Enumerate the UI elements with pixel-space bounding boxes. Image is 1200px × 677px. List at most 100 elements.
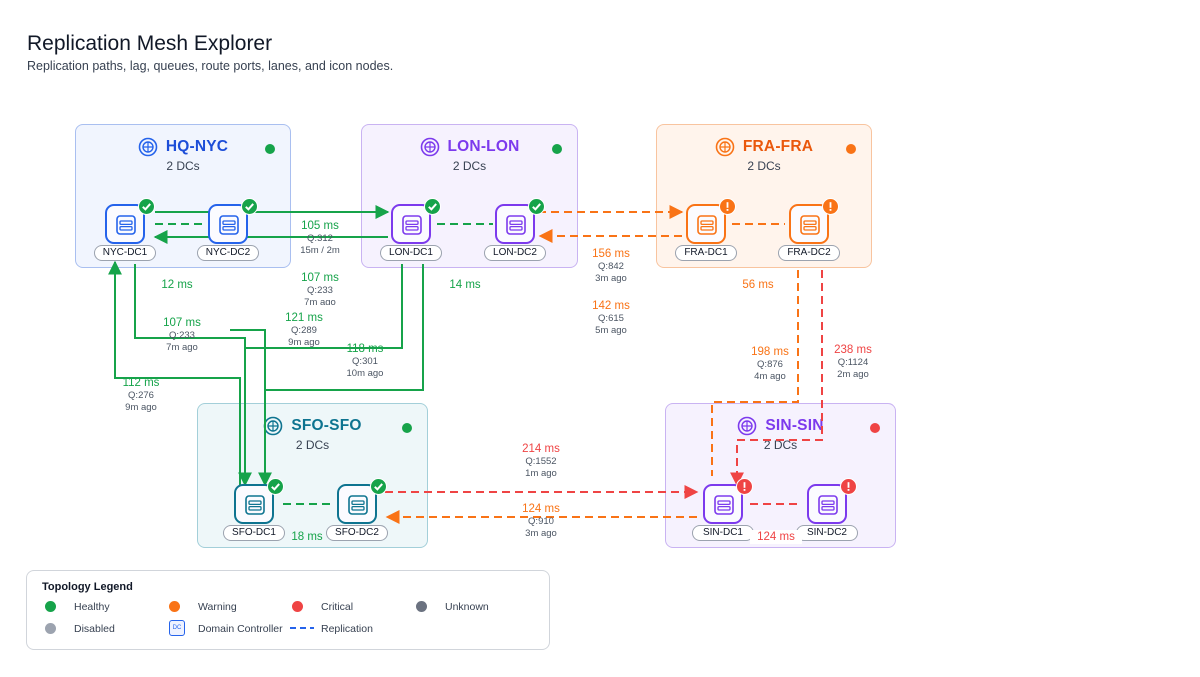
edge-label[interactable]: 142 ms Q:615 5m ago [578, 299, 644, 337]
edge-label[interactable]: 198 ms Q:876 4m ago [737, 345, 803, 383]
status-dot [552, 144, 562, 154]
node-sin-dc2[interactable]: SIN-DC2 [796, 478, 858, 546]
site-dc-count: 2 DCs [166, 159, 200, 173]
edge-latency: 18 ms [291, 531, 323, 543]
edge-latency: 198 ms [751, 346, 789, 358]
edge-age: 1m ago [525, 468, 557, 480]
status-check-icon [138, 198, 155, 215]
legend-item-unknown: Unknown [416, 601, 489, 613]
edge-label[interactable]: 124 ms Q:910 3m ago [508, 502, 574, 540]
legend-label: Replication [321, 623, 373, 635]
edge-age: 5m ago [595, 325, 627, 337]
node-label: LON-DC1 [380, 245, 442, 261]
node-label: FRA-DC2 [778, 245, 840, 261]
edge-queue: Q:910 [528, 516, 554, 528]
node-label: SFO-DC2 [326, 525, 388, 541]
edge-label[interactable]: 118 ms Q:301 10m ago [332, 342, 398, 380]
edge-label[interactable]: 112 ms Q:276 9m ago [108, 376, 174, 414]
edge-fra-sin[interactable] [711, 270, 799, 476]
node-sfo-dc1[interactable]: SFO-DC1 [223, 478, 285, 546]
edge-lon-sfo-2[interactable] [265, 264, 424, 391]
site-lon-lon[interactable]: LON-LON 2 DCs [361, 124, 578, 268]
site-name: LON-LON [447, 138, 520, 155]
edge-label[interactable]: 156 ms Q:842 3m ago [578, 247, 644, 285]
edge-age: 3m ago [525, 528, 557, 540]
node-sin-dc1[interactable]: SIN-DC1 [692, 478, 754, 546]
edge-label[interactable]: 18 ms [282, 530, 332, 544]
node-label: NYC-DC2 [197, 245, 259, 261]
site-hq-nyc[interactable]: HQ-NYC 2 DCs [75, 124, 291, 268]
status-check-icon [424, 198, 441, 215]
edge-label[interactable]: 14 ms [440, 278, 490, 292]
node-fra-dc2[interactable]: FRA-DC2 [778, 198, 840, 266]
status-check-icon [241, 198, 258, 215]
edge-queue: Q:1552 [525, 456, 557, 468]
legend-swatch [45, 623, 56, 634]
site-dc-count: 2 DCs [763, 438, 798, 452]
node-nyc-dc1[interactable]: NYC-DC1 [94, 198, 156, 266]
edge-queue: Q:233 [307, 285, 333, 297]
edge-queue: Q:312 [307, 233, 333, 245]
status-alert-icon [719, 198, 736, 215]
globe-icon [420, 137, 440, 157]
edge-age: 3m ago [595, 273, 627, 285]
legend-label: Healthy [74, 601, 110, 613]
site-name: FRA-FRA [742, 138, 814, 155]
edge-age: 10m ago [346, 368, 384, 380]
globe-icon [138, 137, 158, 157]
node-nyc-dc2[interactable]: NYC-DC2 [197, 198, 259, 266]
edge-label[interactable]: 107 ms Q:233 7m ago [283, 271, 357, 305]
site-fra-fra[interactable]: FRA-FRA 2 DCs [656, 124, 872, 268]
legend-item-replication: Replication [290, 623, 373, 635]
edge-label[interactable]: 214 ms Q:1552 1m ago [508, 442, 574, 480]
legend-swatch [292, 601, 303, 612]
status-alert-icon [822, 198, 839, 215]
edge-label[interactable]: 105 ms Q:312 15m / 2m [283, 219, 357, 257]
edge-label[interactable]: 238 ms Q:1124 2m ago [820, 343, 886, 381]
status-check-icon [528, 198, 545, 215]
page-title: Replication Mesh Explorer [27, 32, 273, 55]
server-icon [219, 215, 239, 235]
edge-label[interactable]: 121 ms Q:289 9m ago [271, 311, 337, 349]
edge-sfo-nyc[interactable] [108, 260, 241, 485]
edge-label[interactable]: 56 ms [733, 278, 783, 292]
legend-item-warning: Warning [169, 601, 237, 613]
server-icon [714, 495, 734, 515]
site-sin-sin[interactable]: SIN-SIN 2 DCs [665, 403, 896, 548]
node-label: SIN-DC2 [796, 525, 858, 541]
node-box [391, 204, 431, 244]
edge-queue: Q:842 [598, 261, 624, 273]
legend-title: Topology Legend [42, 581, 133, 593]
edge-latency: 121 ms [285, 312, 323, 324]
edge-nyc-sfo-2[interactable] [230, 329, 272, 487]
edge-latency: 142 ms [592, 300, 630, 312]
edge-queue: Q:301 [352, 356, 378, 368]
node-sfo-dc2[interactable]: SFO-DC2 [326, 478, 388, 546]
edge-nyc-sfo[interactable] [134, 264, 252, 487]
edge-age: 7m ago [304, 297, 336, 306]
legend-label: Unknown [445, 601, 489, 613]
legend-item-disabled: Disabled [45, 623, 115, 635]
edge-label[interactable]: 107 ms Q:233 7m ago [149, 316, 215, 354]
node-fra-dc1[interactable]: FRA-DC1 [675, 198, 737, 266]
edge-latency: 14 ms [449, 279, 481, 291]
node-label: FRA-DC1 [675, 245, 737, 261]
edge-label[interactable]: 124 ms [750, 530, 802, 545]
edge-age: 4m ago [754, 371, 786, 383]
node-lon-dc1[interactable]: LON-DC1 [380, 198, 442, 266]
legend-swatch [416, 601, 427, 612]
dc-badge-icon: DC [169, 620, 185, 636]
edge-latency: 238 ms [834, 344, 872, 356]
edge-latency: 107 ms [163, 317, 201, 329]
edge-fra-sin-2[interactable] [730, 270, 823, 487]
node-lon-dc2[interactable]: LON-DC2 [484, 198, 546, 266]
edge-latency: 214 ms [522, 443, 560, 455]
edge-lon-sfo[interactable] [245, 264, 403, 349]
topology-legend: Topology Legend Healthy Warning Critical… [26, 570, 550, 650]
legend-item-healthy: Healthy [45, 601, 110, 613]
node-box [495, 204, 535, 244]
edge-label[interactable]: 12 ms [152, 278, 202, 292]
node-box [789, 204, 829, 244]
node-label: NYC-DC1 [94, 245, 156, 261]
